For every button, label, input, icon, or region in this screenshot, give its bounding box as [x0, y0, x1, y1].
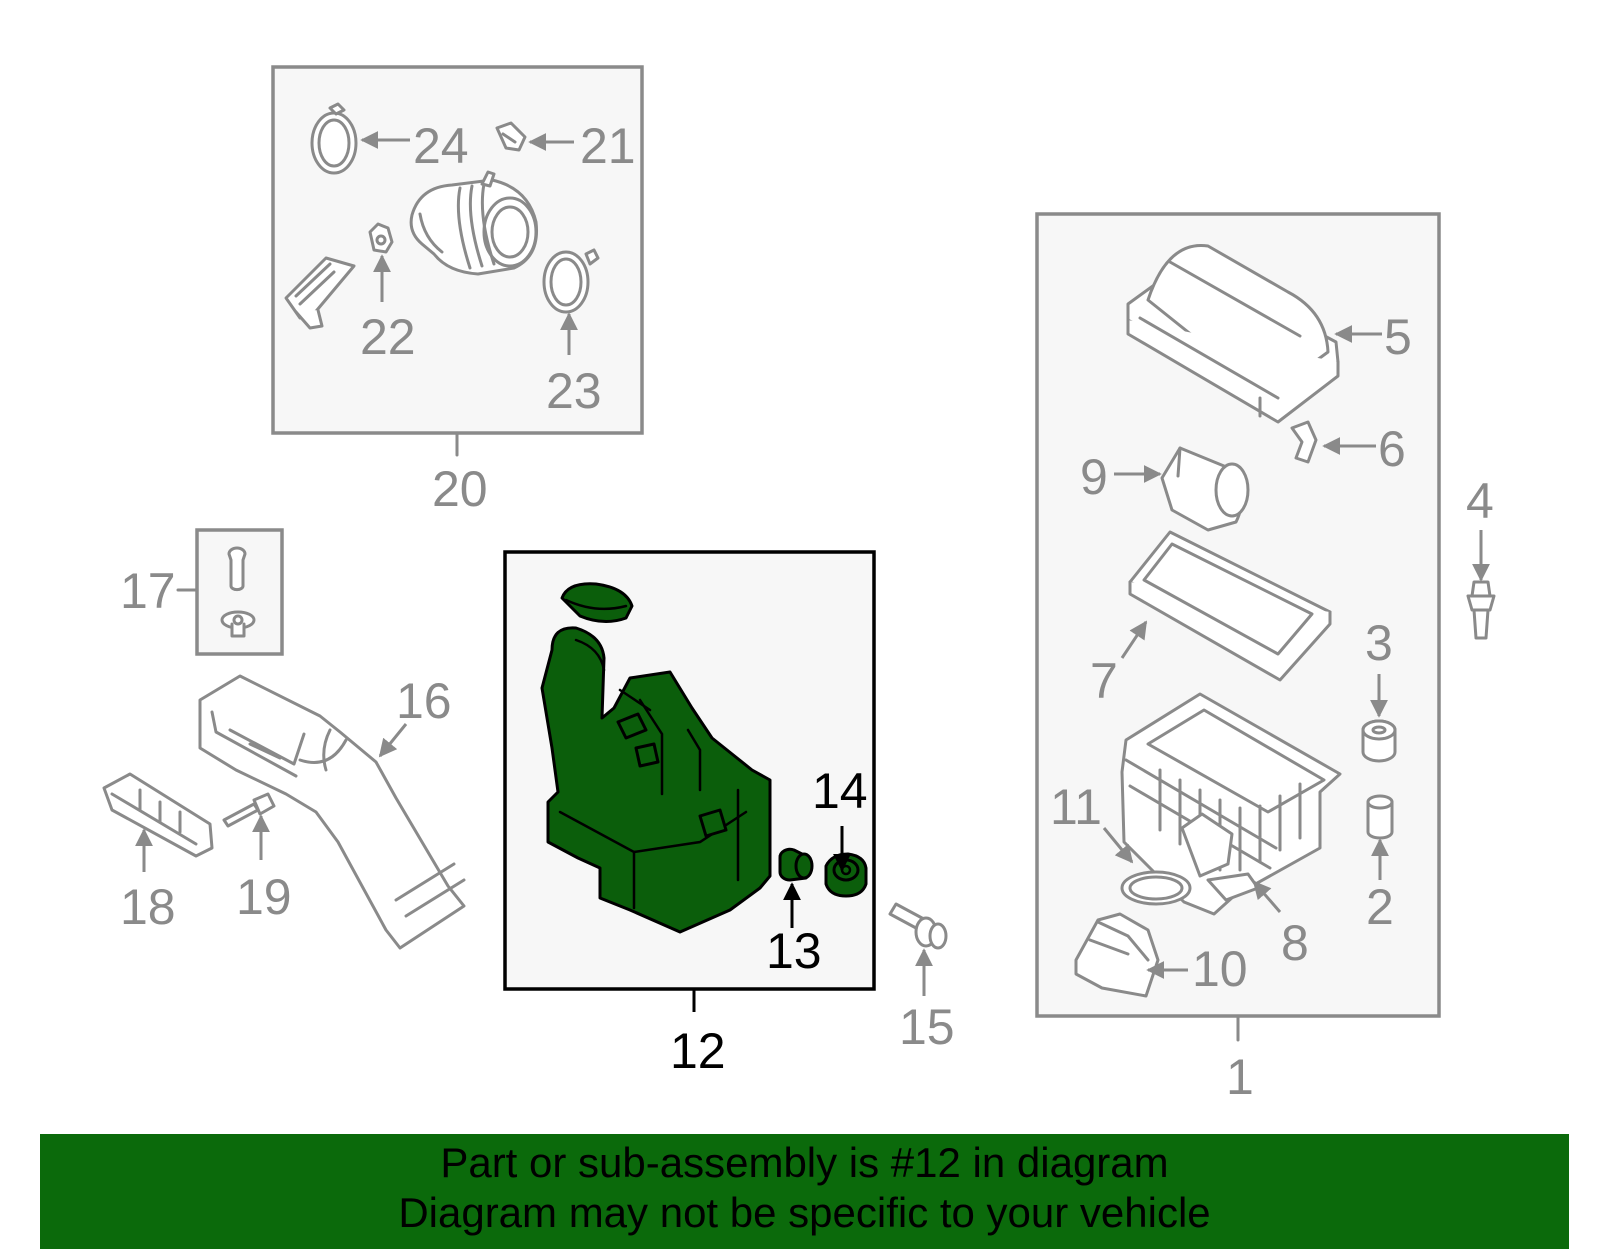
callout-23: 23: [546, 363, 602, 419]
part-3-bushing[interactable]: [1361, 719, 1397, 763]
callout-3: 3: [1365, 615, 1393, 671]
part-8-lower-housing[interactable]: [1120, 692, 1342, 916]
part-13-grommet-highlighted[interactable]: [778, 847, 814, 882]
callout-22: 22: [360, 309, 416, 365]
part-20-duct[interactable]: [284, 256, 356, 330]
callout-8: 8: [1281, 915, 1309, 971]
callout-20: 20: [432, 461, 488, 517]
part-2-grommet[interactable]: [1366, 794, 1394, 840]
part-18-bracket[interactable]: [102, 772, 214, 858]
part-9-maf-sensor[interactable]: [1160, 446, 1250, 532]
part-14-bushing-highlighted[interactable]: [824, 852, 868, 898]
part-20-intake-hose[interactable]: [409, 170, 539, 276]
part-16-intake-duct[interactable]: [198, 674, 466, 950]
callout-13: 13: [766, 923, 822, 979]
part-23-clamp[interactable]: [542, 248, 600, 314]
callout-6: 6: [1378, 421, 1406, 477]
part-6-clip[interactable]: [1290, 420, 1318, 464]
callout-2: 2: [1366, 879, 1394, 935]
callout-12: 12: [670, 1023, 726, 1079]
callout-16: 16: [396, 673, 452, 729]
callout-10: 10: [1192, 941, 1248, 997]
banner-line-1: Part or sub-assembly is #12 in diagram: [440, 1139, 1169, 1186]
callout-14: 14: [812, 763, 868, 819]
part-21-clip[interactable]: [495, 121, 527, 152]
part-5-cover[interactable]: [1126, 243, 1340, 424]
banner-line-2: Diagram may not be specific to your vehi…: [398, 1189, 1211, 1236]
part-19-bolt[interactable]: [222, 792, 276, 828]
callout-7: 7: [1090, 653, 1118, 709]
callout-9: 9: [1080, 449, 1108, 505]
callout-18: 18: [120, 879, 176, 935]
part-22-sensor[interactable]: [368, 222, 394, 254]
parts-diagram: 24 21 22 23 20 17 16 18 19 15 5 6 9 4 3 …: [102, 65, 1496, 1105]
part-10-boot[interactable]: [1074, 912, 1160, 998]
callout-1: 1: [1226, 1049, 1254, 1105]
callout-17: 17: [120, 563, 176, 619]
callout-19: 19: [236, 869, 292, 925]
part-17-pin[interactable]: [220, 546, 256, 638]
part-24-clamp[interactable]: [310, 102, 358, 175]
info-banner: Part or sub-assembly is #12 in diagram D…: [40, 1134, 1569, 1249]
part-15-bolt[interactable]: [888, 902, 948, 950]
callout-4: 4: [1466, 473, 1494, 529]
part-7-air-filter[interactable]: [1128, 530, 1332, 682]
part-4-bolt[interactable]: [1466, 580, 1496, 640]
part-11-seal-ring[interactable]: [1120, 870, 1192, 906]
part-12-resonator-highlighted[interactable]: [540, 582, 772, 934]
callout-15: 15: [899, 999, 955, 1055]
callout-11: 11: [1050, 779, 1102, 835]
callout-24: 24: [413, 118, 469, 174]
callout-21: 21: [580, 118, 636, 174]
callout-5: 5: [1384, 309, 1412, 365]
